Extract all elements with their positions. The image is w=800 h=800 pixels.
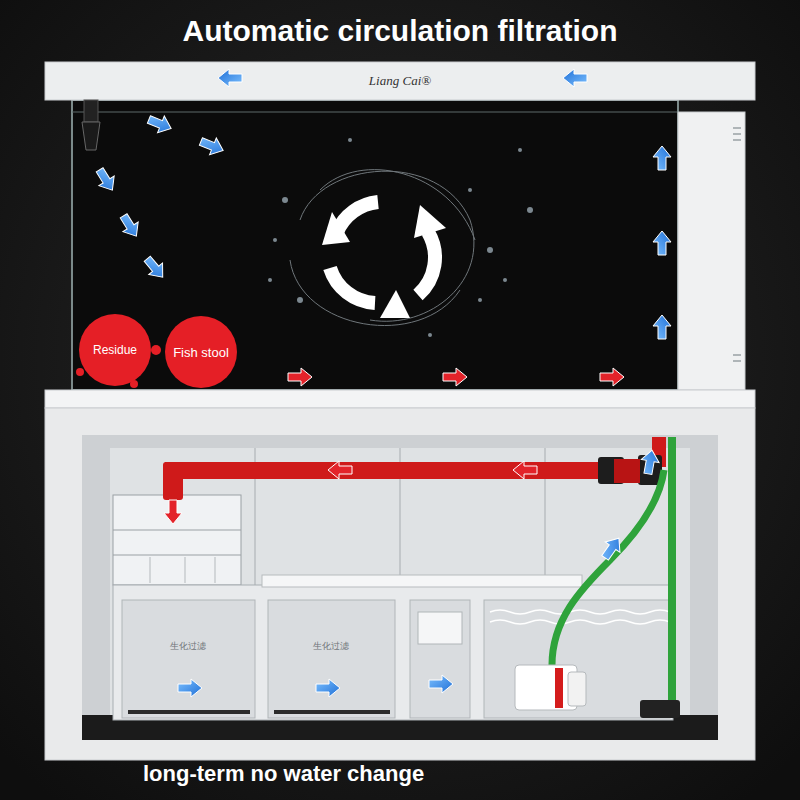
bubble-label: Residue — [93, 343, 137, 357]
return-pipe — [552, 437, 680, 718]
title: Automatic circulation filtration — [0, 14, 800, 48]
pipe-arrows — [164, 461, 537, 524]
filter-zone-label: 生化过滤 — [313, 640, 349, 653]
caption: long-term no water change — [143, 761, 424, 787]
cabinet — [45, 408, 755, 760]
top-frame — [45, 62, 755, 100]
overflow-column — [678, 112, 745, 390]
return-arrows — [598, 449, 661, 563]
residue-bubble: Fish stool — [165, 316, 237, 388]
pump — [515, 665, 586, 710]
column-vents — [733, 128, 741, 361]
swirl — [268, 138, 533, 337]
residue-bubble: Residue — [79, 314, 151, 386]
outlet-nozzle — [82, 100, 100, 150]
filter-zone-label: 生化过滤 — [170, 640, 206, 653]
glass-tank — [72, 100, 678, 390]
cabinet-opening — [82, 435, 718, 735]
brand-logo: Liang Cai® — [369, 73, 431, 89]
bubble-label: Fish stool — [173, 345, 229, 360]
sump-tank — [113, 575, 673, 720]
drain-pipe — [163, 437, 666, 500]
tank-base — [45, 390, 755, 408]
glass-edge — [72, 112, 678, 113]
drip-box — [113, 495, 241, 585]
sump-arrows — [178, 675, 453, 697]
cabinet-back — [110, 448, 690, 720]
